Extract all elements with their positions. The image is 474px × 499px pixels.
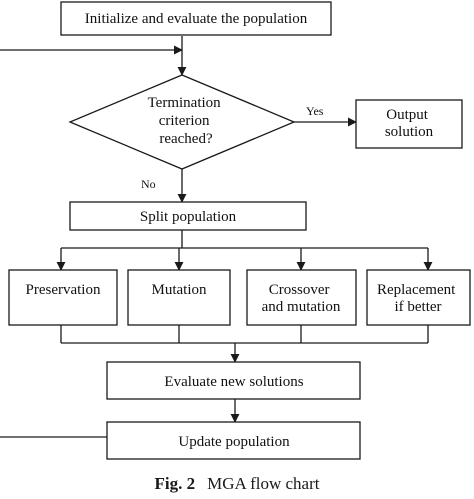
node-evaluate-new-solutions: Evaluate new solutions <box>106 361 361 400</box>
node-initialize: Initialize and evaluate the population <box>60 1 332 36</box>
preservation-label: Preservation <box>26 282 101 298</box>
split-label: Split population <box>140 209 237 225</box>
node-output-solution: Output solution <box>355 99 463 149</box>
node-split-population: Split population <box>69 201 307 231</box>
initialize-label: Initialize and evaluate the population <box>85 11 308 27</box>
figure-title: MGA flow chart <box>207 474 320 493</box>
node-update-population: Update population <box>106 421 361 460</box>
termination-label: Termination criterion reached? <box>148 95 225 147</box>
output-label: Output solution <box>385 107 434 140</box>
no-label: No <box>141 177 156 191</box>
crossover-label: Crossover and mutation <box>262 282 341 315</box>
figure-caption: Fig. 2 MGA flow chart <box>0 474 474 494</box>
node-termination-decision: Termination criterion reached? <box>68 74 296 170</box>
node-replacement-if-better: Replacement if better <box>366 269 471 326</box>
update-label: Update population <box>178 434 290 450</box>
connectors <box>0 36 433 438</box>
node-crossover-and-mutation: Crossover and mutation <box>246 269 357 326</box>
mutation-label: Mutation <box>152 282 207 298</box>
figure-number: Fig. 2 <box>154 474 196 493</box>
evaluate-label: Evaluate new solutions <box>164 374 303 390</box>
node-mutation: Mutation <box>127 269 231 326</box>
node-preservation: Preservation <box>8 269 118 326</box>
replacement-label: Replacement if better <box>377 282 459 315</box>
yes-label: Yes <box>306 104 324 118</box>
